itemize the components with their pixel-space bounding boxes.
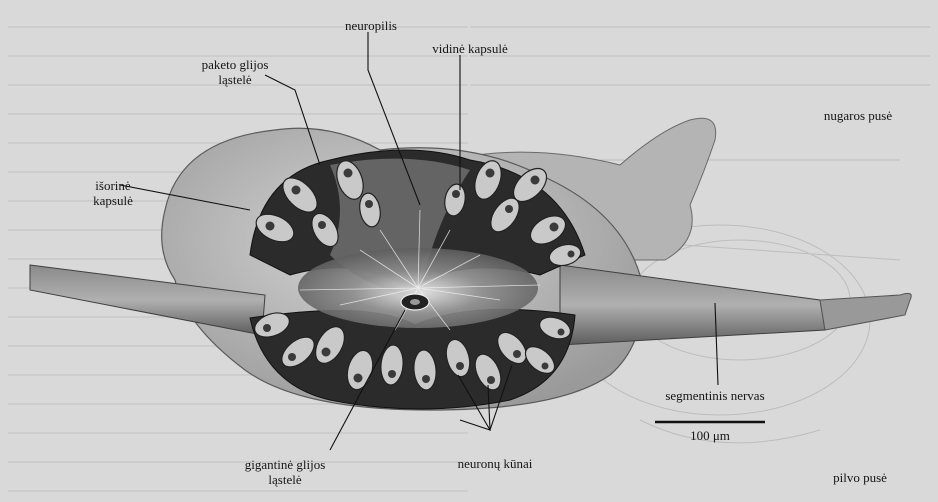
label-gigantine-glijos: gigantinė glijos ląstelė: [225, 457, 345, 487]
label-isorine-kapsule-line2: kapsulė: [78, 193, 148, 208]
right-nerve: [560, 265, 825, 345]
label-isorine-kapsule: išorinė kapsulė: [78, 178, 148, 208]
giant-glial-nucleus: [410, 299, 420, 305]
label-nugaros-puse: nugaros pusė: [808, 108, 908, 123]
label-paketo-glijos-line2: ląstelė: [180, 72, 290, 87]
label-pilvo-puse: pilvo pusė: [815, 470, 905, 485]
label-gigantine-line1: gigantinė glijos: [225, 457, 345, 472]
label-paketo-glijos-line1: paketo glijos: [180, 57, 290, 72]
label-gigantine-line2: ląstelė: [225, 472, 345, 487]
label-segmentinis-nervas: segmentinis nervas: [640, 388, 790, 403]
label-neuronu-kunai: neuronų kūnai: [445, 456, 545, 471]
label-isorine-kapsule-line1: išorinė: [78, 178, 148, 193]
label-paketo-glijos: paketo glijos ląstelė: [180, 57, 290, 87]
right-nerve-tail: [820, 293, 911, 330]
label-neuropilis: neuropilis: [336, 18, 406, 33]
label-vidine-kapsule: vidinė kapsulė: [420, 41, 520, 56]
label-scale-bar: 100 μm: [670, 428, 750, 443]
